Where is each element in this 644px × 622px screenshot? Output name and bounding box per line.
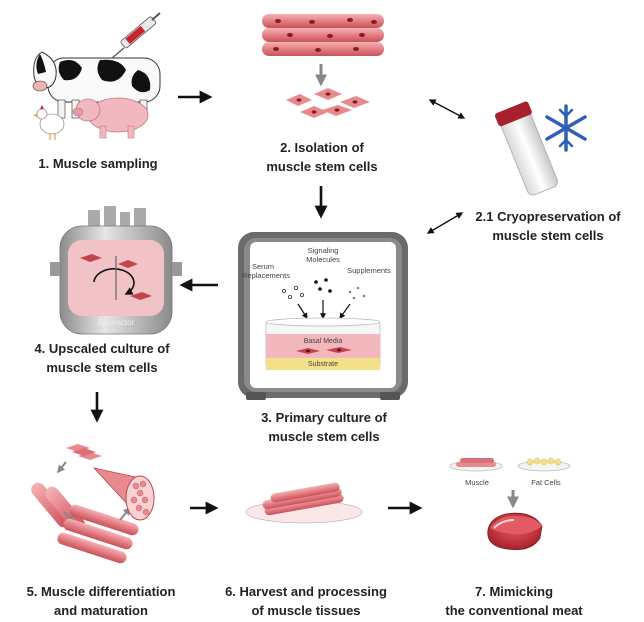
substrate-label: Substrate <box>308 361 338 368</box>
isolated-cells-illustration <box>286 88 370 118</box>
cryotube-icon <box>494 101 558 196</box>
signaling-label-line2: Molecules <box>306 255 340 264</box>
animals-illustration <box>32 12 161 140</box>
step4-label: 4. Upscaled culture of muscle stem cells <box>20 339 184 377</box>
step5-label: 5. Muscle differentiation and maturation <box>12 582 190 620</box>
step2-label: 2. Isolation of muscle stem cells <box>250 138 394 176</box>
step2-label-line2: muscle stem cells <box>266 159 378 174</box>
muscle-label: Muscle <box>465 478 489 487</box>
muscle-fibers-illustration <box>262 14 384 56</box>
step6-label-line2: of muscle tissues <box>251 603 361 618</box>
step6-label-line1: 6. Harvest and processing <box>225 584 387 599</box>
serum-dots <box>281 285 304 299</box>
differentiation-illustration <box>31 444 155 564</box>
meat-illustration <box>449 457 571 551</box>
step7-label: 7. Mimicking the conventional meat <box>428 582 600 620</box>
flow-arrows <box>90 90 423 515</box>
step4-label-line1: 4. Upscaled culture of <box>34 341 170 356</box>
snowflake-icon <box>545 104 587 152</box>
step3-label: 3. Primary culture of muscle stem cells <box>246 408 402 446</box>
step5-label-line2: and maturation <box>54 603 148 618</box>
step2-label-line1: 2. Isolation of <box>280 140 364 155</box>
step21-label-line1: 2.1 Cryopreservation of <box>475 209 621 224</box>
step4-label-line2: muscle stem cells <box>46 360 158 375</box>
serum-label-line2: Replacements <box>242 271 290 280</box>
cryo-arrows <box>426 99 466 234</box>
serum-label-line1: Serum <box>251 262 275 271</box>
step1-label: 1. Muscle sampling <box>38 156 158 171</box>
signaling-dots <box>314 278 332 293</box>
bioreactor-label: Bioreactor <box>97 318 135 327</box>
step7-label-line2: the conventional meat <box>445 603 583 618</box>
incubator-illustration <box>238 232 408 400</box>
step5-label-line1: 5. Muscle differentiation <box>26 584 176 599</box>
signaling-label-line1: Signaling <box>307 246 339 255</box>
fat-cells-label: Fat Cells <box>531 478 561 487</box>
step7-label-line1: 7. Mimicking <box>474 584 554 599</box>
supplements-label: Supplements <box>347 266 391 275</box>
step3-label-line1: 3. Primary culture of <box>261 410 387 425</box>
harvest-dish-illustration <box>245 482 363 524</box>
step21-label-line2: muscle stem cells <box>492 228 604 243</box>
step21-label: 2.1 Cryopreservation of muscle stem cell… <box>462 207 634 245</box>
supplement-dots <box>348 286 366 300</box>
basal-media-label: Basal Media <box>303 338 343 345</box>
step3-label-line2: muscle stem cells <box>268 429 380 444</box>
step6-label: 6. Harvest and processing of muscle tiss… <box>214 582 398 620</box>
bioreactor-illustration <box>50 206 182 335</box>
syringe-icon <box>111 12 161 59</box>
